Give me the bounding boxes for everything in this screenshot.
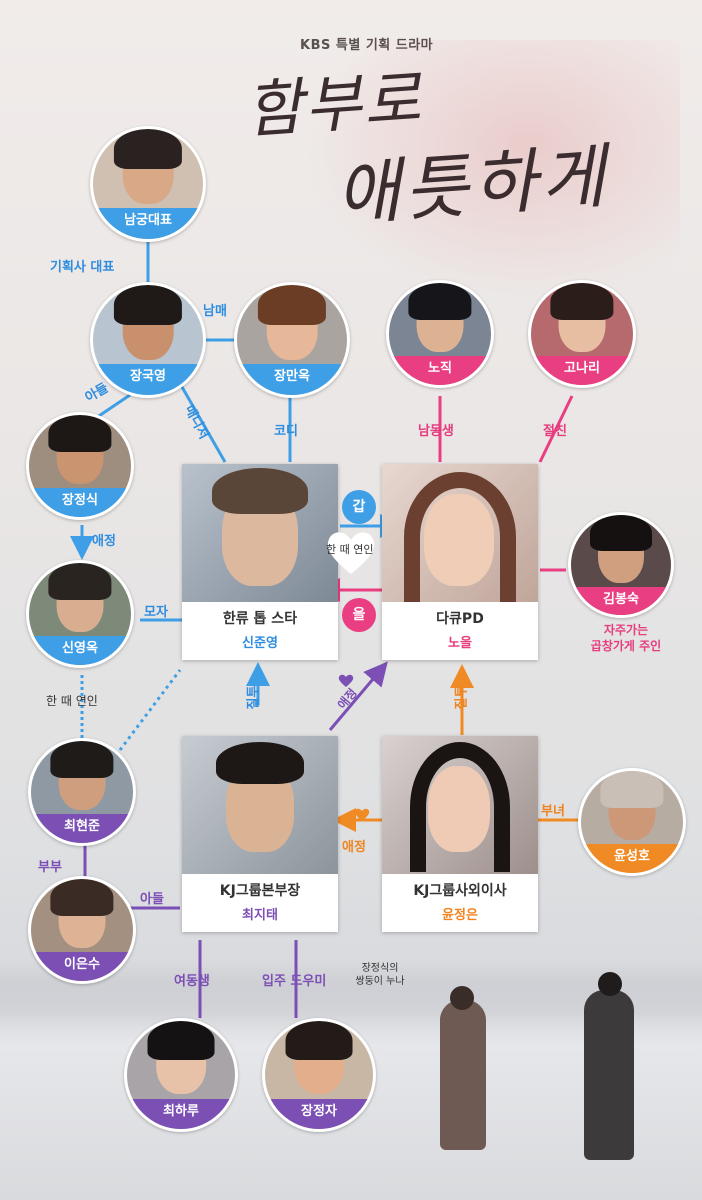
character-name: 이은수 — [31, 952, 133, 981]
character-name: 장국영 — [93, 364, 203, 395]
avatar-jang-gukyoung: 장국영 — [90, 282, 206, 398]
avatar-jang-jungsik: 장정식 — [26, 412, 134, 520]
relation-jealousy1: 질투 — [246, 685, 262, 710]
relation-affection2: 애정 — [342, 840, 366, 855]
note-kim-bongsuk: 자주가는 곱창가게 주인 — [590, 623, 662, 653]
character-name: 남궁대표 — [93, 208, 203, 239]
relation-affection1: 애정 — [92, 534, 116, 549]
character-name: 윤성호 — [581, 844, 683, 873]
relation-cody: 코디 — [274, 424, 298, 439]
character-name: 최현준 — [31, 814, 133, 843]
background-blush — [300, 40, 680, 300]
card-noeul: 다큐PD 노을 — [382, 464, 538, 660]
heart-icon — [327, 532, 375, 574]
relation-married: 부부 — [38, 860, 62, 875]
character-name: 장만옥 — [237, 364, 347, 395]
avatar-shin-youngok: 신영옥 — [26, 560, 134, 668]
character-name: 장정자 — [265, 1098, 373, 1129]
avatar-choi-haru: 최하루 — [124, 1018, 238, 1132]
relation-best-friend: 절친 — [543, 424, 567, 439]
avatar-choi-hyunjun: 최현준 — [28, 738, 136, 846]
heart-icon — [354, 808, 370, 821]
character-name: 노직 — [389, 356, 491, 385]
card-shin-joonyoung: 한류 톱 스타 신준영 — [182, 464, 338, 660]
card-role: 한류 톱 스타 — [222, 611, 298, 627]
character-name: 신영옥 — [29, 636, 131, 665]
card-actor: 최지태 — [242, 908, 278, 923]
relation-agency-ceo: 기획사 대표 — [50, 260, 115, 275]
avatar-gonari: 고나리 — [528, 280, 636, 388]
avatar-lee-eunsu: 이은수 — [28, 876, 136, 984]
relation-former-lovers: 한 때 연인 — [46, 694, 98, 708]
card-role: 다큐PD — [436, 611, 484, 627]
card-role: KJ그룹본부장 — [219, 883, 301, 899]
card-actor: 윤정은 — [442, 908, 478, 923]
character-name: 최하루 — [127, 1098, 235, 1129]
avatar-namgung: 남궁대표 — [90, 126, 206, 242]
card-role: KJ그룹사외이사 — [413, 883, 507, 899]
relation-housekeeper: 입주 도우미 — [262, 974, 327, 989]
badge-eul: 을 — [342, 598, 376, 632]
card-choi-jitae: KJ그룹본부장 최지태 — [182, 736, 338, 932]
avatar-jang-jungja: 장정자 — [262, 1018, 376, 1132]
relation-jealousy2: 질투 — [454, 685, 470, 710]
card-actor: 노을 — [448, 636, 472, 651]
drama-subtitle: KBS 특별 기획 드라마 — [300, 38, 434, 53]
heart-icon — [338, 674, 354, 687]
center-former-lovers: 한 때 연인 — [326, 543, 374, 556]
character-name: 장정식 — [29, 488, 131, 517]
character-name: 김봉숙 — [571, 587, 671, 615]
character-name: 고나리 — [531, 356, 633, 385]
note-twin-sister: 장정식의 쌍둥이 누나 — [355, 963, 405, 987]
card-yoon-jungeun: KJ그룹사외이사 윤정은 — [382, 736, 538, 932]
relation-younger-sister: 여동생 — [174, 974, 210, 989]
relation-son2: 아들 — [140, 892, 164, 907]
relation-younger-brother: 남동생 — [418, 424, 454, 439]
avatar-nojik: 노직 — [386, 280, 494, 388]
avatar-kim-bongsuk: 김봉숙 — [568, 512, 674, 618]
avatar-jang-manok: 장만옥 — [234, 282, 350, 398]
badge-gap: 갑 — [342, 490, 376, 524]
relation-father-daughter: 부녀 — [541, 804, 565, 819]
card-actor: 신준영 — [242, 636, 278, 651]
relation-mother-son: 모자 — [144, 605, 168, 620]
relation-siblings: 남매 — [203, 304, 227, 319]
avatar-yoon-sungho: 윤성호 — [578, 768, 686, 876]
